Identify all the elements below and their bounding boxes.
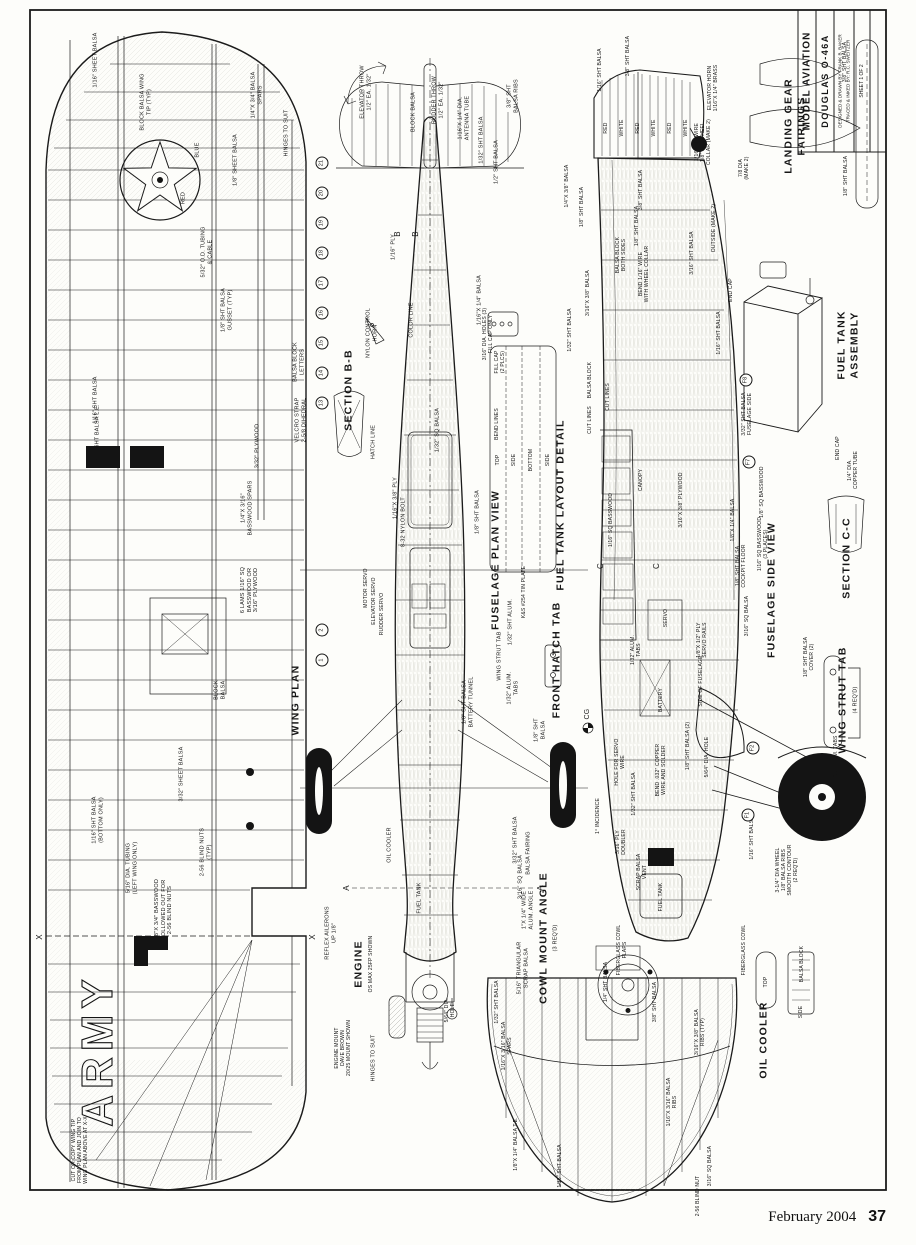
canopy-drawing bbox=[600, 429, 637, 641]
fuselage-plan-drawing bbox=[300, 58, 588, 1070]
cg-symbol bbox=[582, 722, 594, 734]
page-footer: February 2004 37 bbox=[700, 1208, 886, 1226]
title-block-frame bbox=[797, 10, 886, 153]
fuselage-side-drawing bbox=[582, 69, 867, 942]
aileron-horn-block bbox=[134, 936, 168, 966]
fuel-tank-assembly-drawing bbox=[743, 261, 824, 433]
designer-credit: DESIGNED & DRAWN BY FRANK B. BAKER bbox=[837, 34, 843, 128]
front-hatch-tab-drawing bbox=[544, 644, 562, 688]
oil-cooler-drawing bbox=[755, 951, 815, 1015]
spar-doubler-block bbox=[86, 446, 120, 468]
control-horn-drawing bbox=[365, 317, 385, 345]
rudder-drawing bbox=[593, 69, 705, 159]
plan-linework: ARMY bbox=[29, 9, 887, 1203]
section-bb-drawing bbox=[333, 390, 365, 457]
publication-title: MODEL AVIATION bbox=[801, 31, 813, 131]
wing-insignia-text: ARMY bbox=[73, 973, 122, 1127]
stabilizer-plan-drawing bbox=[486, 977, 738, 1203]
engine-drawing bbox=[388, 952, 458, 1070]
wing-strut-tab-drawing bbox=[823, 655, 861, 749]
plan-border bbox=[29, 9, 887, 1191]
footer-date: February 2004 bbox=[768, 1209, 857, 1225]
sheet-number: SHEET 1 OF 2 bbox=[859, 64, 865, 98]
landing-gear-fairings-drawing bbox=[749, 39, 879, 209]
wing-plan-drawing: ARMY bbox=[45, 31, 307, 1191]
section-cc-drawing bbox=[827, 495, 865, 553]
tracer-credit: TRACED & INKED BY: R.C. SWEITZER bbox=[845, 39, 851, 123]
star-insignia bbox=[119, 139, 201, 221]
aircraft-name: DOUGLAS O-46A bbox=[820, 34, 830, 128]
tail-wheel bbox=[691, 136, 707, 152]
fuel-tank-layout-drawing bbox=[487, 311, 557, 573]
footer-page-number: 37 bbox=[868, 1208, 886, 1225]
